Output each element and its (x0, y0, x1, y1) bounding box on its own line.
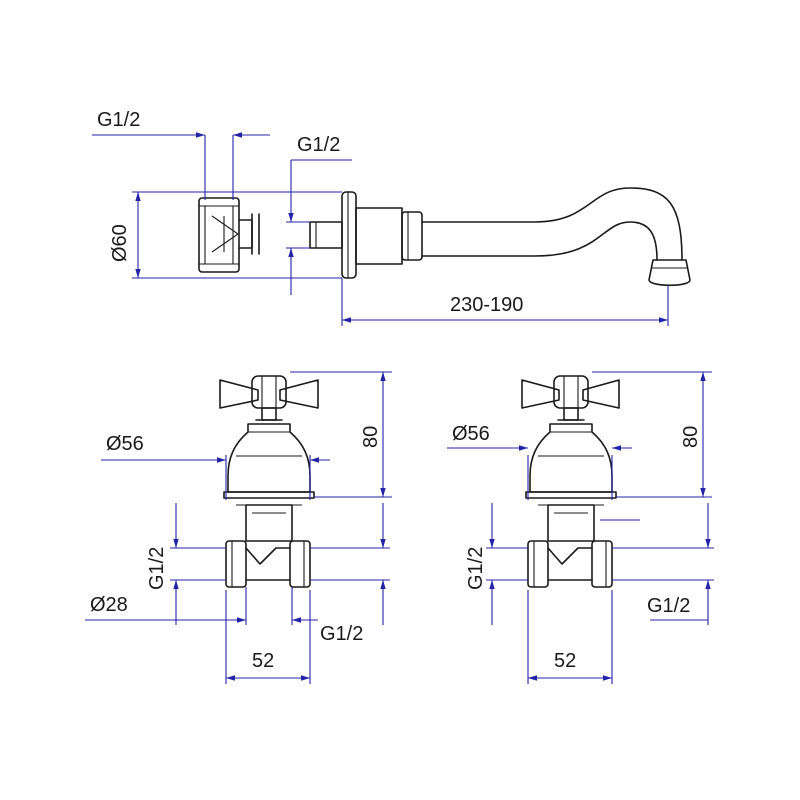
dim-right-thread-right: G1/2 (600, 503, 714, 625)
dim-label-left-g12-side: G1/2 (146, 547, 168, 590)
dim-tee-width: G1/2 (92, 109, 270, 200)
cross-handle (219, 375, 319, 421)
dim-label-right-dia56: Ø56 (452, 423, 490, 445)
dim-right-width: 52 (527, 590, 613, 684)
valve-body (225, 504, 311, 588)
dim-label-dia28: Ø28 (90, 594, 128, 616)
dim-label-left-width: 52 (252, 650, 274, 672)
dim-spout-length: 230-190 (341, 278, 669, 326)
dim-right-bell-diameter: Ø56 (447, 423, 632, 500)
dim-label-right-g12-bottom: G1/2 (647, 595, 690, 617)
wall-plate (309, 191, 357, 279)
spout-body (355, 187, 691, 287)
dim-label-right-height: 80 (680, 426, 702, 448)
dim-connector-thread: G1/2 (286, 134, 352, 295)
dim-left-height: 80 (290, 371, 392, 498)
dim-left-port-diameter: Ø28 G1/2 (85, 587, 363, 645)
dim-label-left-g12-bottom: G1/2 (320, 623, 363, 645)
dim-label-left-dia56: Ø56 (106, 433, 144, 455)
dim-label-right-g12-side: G1/2 (465, 547, 487, 590)
valve-body (527, 504, 613, 588)
dim-left-width: 52 (225, 590, 311, 684)
dim-right-height: 80 (592, 371, 712, 498)
dim-left-bell-diameter: Ø56 (101, 433, 330, 500)
bell-body (223, 423, 315, 506)
dim-label-g12-connector: G1/2 (297, 134, 340, 156)
spout-view: G1/2 G1/2 Ø60 230-190 (92, 109, 691, 326)
cross-handle (521, 375, 620, 421)
tee-fitting (198, 197, 260, 273)
right-valve: Ø56 80 G1/2 G1/2 (447, 371, 714, 684)
dim-label-right-width: 52 (554, 650, 576, 672)
bell-body (525, 423, 617, 506)
left-valve: Ø56 80 G1/2 (85, 371, 392, 684)
dim-label-left-height: 80 (360, 426, 382, 448)
dim-right-thread-vertical: G1/2 (465, 503, 528, 625)
dim-label-length: 230-190 (450, 294, 523, 316)
dim-left-thread-right (310, 503, 390, 625)
dim-label-dia60: Ø60 (109, 224, 131, 262)
dim-label-g12-tee: G1/2 (97, 109, 140, 131)
dim-plate-diameter: Ø60 (109, 191, 342, 279)
dim-left-thread-vertical: G1/2 (146, 503, 226, 625)
